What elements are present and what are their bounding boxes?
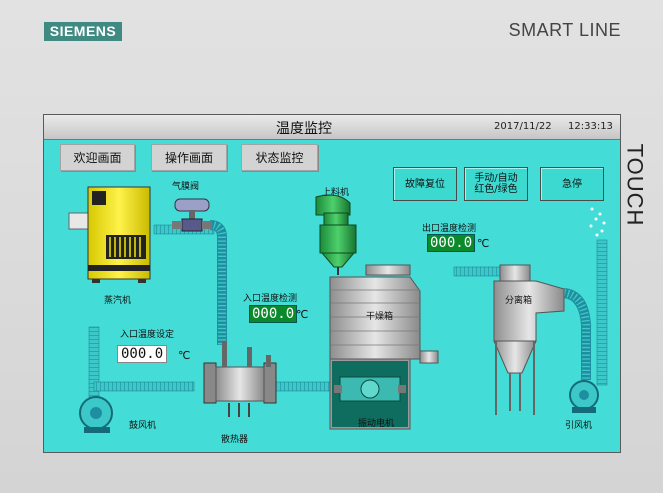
outlet-detect-label: 出口温度检测 (422, 224, 477, 234)
title-bar: 温度监控 2017/11/22 12:33:13 (44, 115, 620, 140)
nav-welcome-button[interactable]: 欢迎画面 (60, 144, 135, 171)
page-title: 温度监控 (276, 121, 332, 137)
manual-auto-button[interactable]: 手动/自动 红色/绿色 (464, 167, 528, 201)
induced-draft-fan[interactable] (569, 380, 599, 413)
hmi-screen: 温度监控 2017/11/22 12:33:13 (43, 114, 621, 453)
exhaust-steam (589, 207, 606, 237)
process-diagram (68, 186, 608, 433)
nav-operation-button[interactable]: 操作画面 (151, 144, 227, 171)
dryer-label: 干燥箱 (366, 312, 394, 322)
feeder-label: 上料机 (322, 188, 350, 198)
fault-reset-button[interactable]: 故障复位 (393, 167, 457, 201)
vibration-motor[interactable] (334, 376, 406, 402)
feeder[interactable] (315, 194, 357, 275)
fan-label: 引风机 (565, 421, 593, 431)
steam-generator-label: 蒸汽机 (104, 296, 132, 306)
time-display: 12:33:13 (568, 121, 613, 132)
date-display: 2017/11/22 (494, 121, 552, 132)
diaphragm-valve[interactable] (172, 198, 212, 232)
siemens-logo: SIEMENS (44, 22, 122, 41)
inlet-setpoint-label: 入口温度设定 (120, 330, 175, 340)
nav-status-button[interactable]: 状态监控 (241, 144, 318, 171)
radiator[interactable] (203, 341, 277, 417)
blower[interactable] (79, 396, 113, 433)
inlet-setpoint-unit: ℃ (178, 349, 191, 362)
valve-label: 气膜阀 (172, 182, 200, 192)
inlet-detect-unit: ℃ (296, 308, 309, 321)
separator[interactable] (493, 264, 565, 415)
outlet-detect-unit: ℃ (477, 237, 490, 250)
motor-label: 振动电机 (358, 419, 395, 429)
model-label: SMART LINE (508, 20, 621, 40)
inlet-detect-value: 000.0 (249, 305, 298, 323)
inlet-detect-label: 入口温度检测 (243, 294, 298, 304)
steam-generator[interactable] (68, 186, 151, 283)
blower-label: 鼓风机 (129, 421, 157, 431)
touch-label: TOUCH (622, 143, 648, 227)
outlet-detect-value: 000.0 (427, 234, 476, 252)
emergency-stop-button[interactable]: 急停 (540, 167, 604, 201)
separator-label: 分离箱 (505, 296, 533, 306)
dryer-box[interactable] (329, 264, 439, 430)
inlet-setpoint-input[interactable]: 000.0 (117, 345, 168, 363)
radiator-label: 散热器 (221, 435, 249, 445)
